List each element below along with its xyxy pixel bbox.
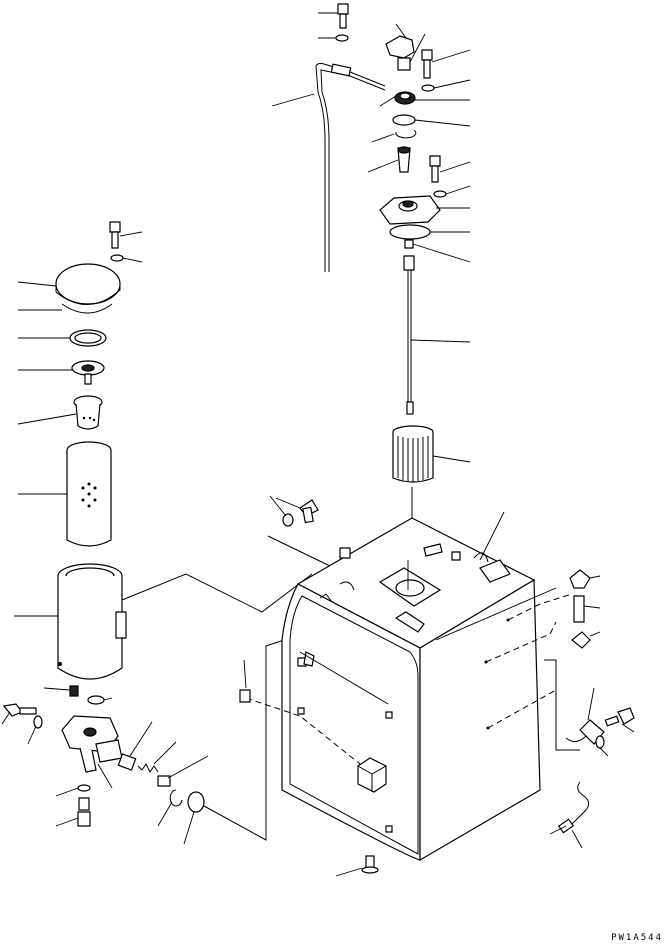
mount-link-line-3 — [268, 536, 330, 566]
tank-filler-port[interactable] — [380, 560, 440, 606]
filter-case[interactable] — [14, 564, 126, 679]
flange-bolt[interactable] — [430, 156, 470, 182]
adapter-nut[interactable] — [380, 92, 470, 106]
elbow-fitting[interactable] — [118, 722, 152, 770]
sensor-cable[interactable] — [550, 782, 589, 848]
drawing-code: PW1A544 — [611, 933, 663, 943]
breather-cap[interactable] — [386, 24, 414, 58]
tank-hook[interactable] — [474, 512, 510, 582]
flange-gasket[interactable] — [390, 225, 470, 239]
tube-right[interactable] — [574, 596, 600, 622]
small-spring[interactable] — [405, 240, 470, 262]
dash-link-top — [508, 594, 572, 620]
filter-cover[interactable] — [18, 264, 120, 305]
mount-link-line-2 — [204, 636, 296, 840]
o-ring-left[interactable] — [18, 330, 106, 346]
sensor-link-line — [544, 660, 580, 750]
tank-sight-block[interactable] — [358, 758, 386, 792]
bracket-washer[interactable] — [28, 716, 42, 744]
top-washer[interactable] — [318, 35, 348, 41]
strainer-top[interactable] — [368, 147, 410, 172]
spring-left[interactable] — [138, 742, 176, 772]
left-bolt[interactable] — [110, 222, 142, 248]
plug-left[interactable] — [158, 756, 208, 786]
seal-disc[interactable] — [184, 792, 204, 844]
strainer-cup[interactable] — [18, 396, 102, 429]
cap-collar[interactable] — [398, 34, 425, 70]
tank-handle[interactable] — [320, 582, 354, 602]
sensor-bolt[interactable] — [605, 708, 634, 732]
mount-washer[interactable] — [270, 496, 293, 526]
bottom-bolt-left[interactable] — [56, 798, 90, 826]
left-washer[interactable] — [111, 255, 142, 262]
bracket-bolt[interactable] — [2, 704, 36, 724]
drain-plug-bottom[interactable] — [336, 856, 378, 876]
mount-bolt[interactable] — [276, 498, 318, 523]
sensor-bracket[interactable] — [566, 688, 604, 744]
snap-ring-upper[interactable] — [372, 130, 416, 142]
bottom-washer-left[interactable] — [56, 785, 90, 796]
valve-plate[interactable] — [18, 361, 104, 384]
filler-flange[interactable] — [380, 196, 470, 224]
dash-link-elbow — [486, 622, 556, 662]
top-bolt[interactable] — [318, 4, 348, 28]
o-ring-upper[interactable] — [393, 115, 470, 126]
tank-rib[interactable] — [396, 612, 424, 632]
tank-mount-boss[interactable] — [340, 544, 460, 560]
flange-washer[interactable] — [434, 186, 470, 197]
cap-screw[interactable] — [422, 50, 470, 78]
leader-right-face — [436, 588, 556, 640]
filter-bracket[interactable] — [62, 716, 122, 788]
elbow-right[interactable] — [570, 570, 600, 588]
filter-element-upper[interactable] — [393, 426, 470, 482]
leader-front-stud — [300, 652, 388, 704]
cap-washer[interactable] — [422, 80, 470, 91]
breather-pipe[interactable] — [272, 63, 385, 272]
dipstick-gauge[interactable] — [404, 256, 470, 414]
plug-tank-left[interactable] — [240, 660, 250, 702]
cover-gasket[interactable] — [18, 304, 112, 313]
sensor-washer[interactable] — [596, 736, 608, 756]
drain-nipple[interactable] — [44, 686, 112, 704]
connector-right[interactable] — [572, 632, 600, 648]
snap-ring-left[interactable] — [158, 790, 182, 826]
filter-element-left[interactable] — [18, 442, 111, 546]
mount-link-line — [122, 574, 312, 612]
hydraulic-tank[interactable] — [282, 518, 540, 860]
